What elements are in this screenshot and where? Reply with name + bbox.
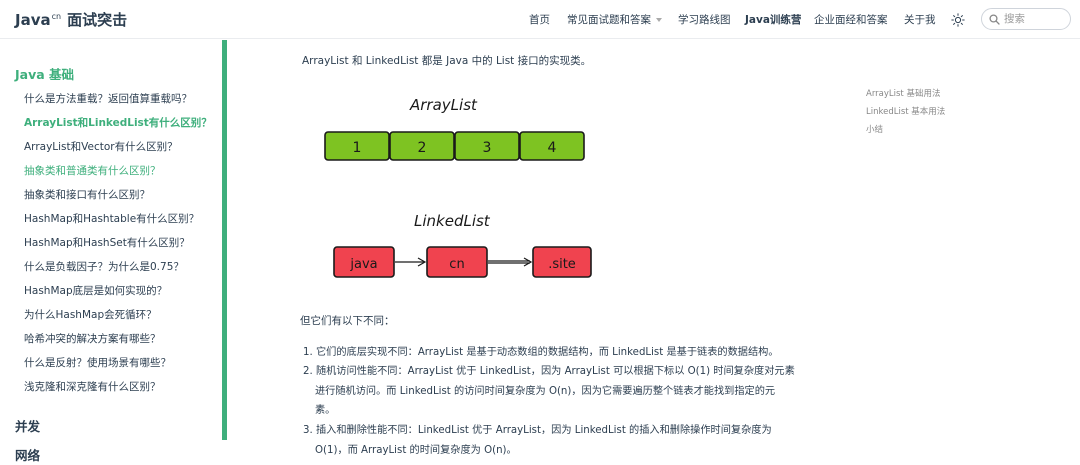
sidebar-item-method-overload[interactable]: 什么是方法重载？返回值算重载吗？: [24, 93, 192, 105]
linked-arrows: [395, 257, 533, 267]
sidebar-item-reflection[interactable]: 什么是反射？使用场景有哪些？: [24, 357, 171, 369]
linked-node: cn: [426, 246, 488, 278]
nav-about-label: 关于我: [904, 14, 936, 26]
arrow-head: [417, 257, 427, 267]
arrow-head: [523, 257, 533, 267]
array-cell: 1: [324, 131, 390, 161]
sidebar-group-concurrency[interactable]: 并发: [15, 419, 41, 434]
linked-node-label: cn: [449, 257, 464, 272]
sidebar: Java 基础 什么是方法重载？返回值算重载吗？ ArrayList和Linke…: [0, 40, 222, 465]
nav-learning-roadmap[interactable]: 学习路线图: [678, 12, 731, 27]
nav-learning-roadmap-label: 学习路线图: [678, 14, 731, 26]
linked-node-label: .site: [548, 257, 576, 272]
list-item-continuation: 素。: [315, 405, 336, 416]
nav-company-interviews[interactable]: 企业面经和答案: [814, 12, 888, 27]
array-cell-label: 3: [483, 140, 492, 156]
sidebar-item-arraylist-linkedlist[interactable]: ArrayList和LinkedList有什么区别？: [24, 117, 212, 129]
array-cell-label: 4: [548, 140, 557, 156]
search-icon: [989, 14, 1000, 25]
array-cell-label: 1: [353, 140, 362, 156]
brand-name: Java: [15, 11, 51, 29]
linkedlist-nodes: java cn .site: [333, 246, 592, 278]
nav-company-interviews-label: 企业面经和答案: [814, 14, 888, 26]
sidebar-group-network[interactable]: 网络: [15, 448, 41, 463]
nav-interview-questions-label: 常见面试题和答案: [567, 14, 651, 26]
list-item-continuation: 进行随机访问。而 LinkedList 的访问时间复杂度为 O(n)，因为它需要…: [315, 386, 776, 397]
list-item: 1. 它们的底层实现不同：ArrayList 是基于动态数组的数据结构，而 Li…: [303, 347, 779, 358]
linked-node: .site: [532, 246, 592, 278]
linked-node-label: java: [349, 257, 377, 272]
sidebar-item-hash-collision[interactable]: 哈希冲突的解决方案有哪些？: [24, 333, 161, 345]
toc-item-linkedlist-usage[interactable]: LinkedList 基本用法: [866, 107, 946, 117]
list-item: 3. 插入和删除性能不同：LinkedList 优于 ArrayList，因为 …: [303, 425, 772, 436]
sidebar-group-java-basics[interactable]: Java 基础: [15, 67, 75, 82]
nav-interview-questions[interactable]: 常见面试题和答案: [567, 12, 662, 27]
nav-home-label: 首页: [529, 14, 550, 26]
top-navbar: Javacn 面试突击 首页 常见面试题和答案 学习路线图 Java训练营 企业面…: [0, 0, 1080, 39]
linkedlist-title: LinkedList: [414, 212, 491, 230]
nav-home[interactable]: 首页: [529, 12, 550, 27]
nav-java-camp-label: Java训练营: [745, 14, 802, 26]
array-cell-label: 2: [418, 140, 427, 156]
sidebar-item-clone[interactable]: 浅克隆和深克隆有什么区别？: [24, 381, 161, 393]
sidebar-item-arraylist-vector[interactable]: ArrayList和Vector有什么区别？: [24, 141, 178, 153]
sidebar-item-hashmap-hashtable[interactable]: HashMap和Hashtable有什么区别？: [24, 213, 200, 225]
article-content: ArrayList 和 LinkedList 都是 Java 中的 List 接…: [300, 40, 840, 465]
chevron-down-icon: [656, 18, 662, 22]
sidebar-item-abstract-vs-interface[interactable]: 抽象类和接口有什么区别？: [24, 189, 150, 201]
search-input[interactable]: [1004, 11, 1066, 27]
arraylist-title: ArrayList: [409, 96, 478, 114]
sidebar-item-hashmap-deadloop[interactable]: 为什么HashMap会死循环？: [24, 309, 157, 321]
search-box[interactable]: [981, 8, 1071, 30]
brand-title: 面试突击: [67, 11, 128, 29]
linked-node: java: [333, 246, 395, 278]
sidebar-item-load-factor[interactable]: 什么是负载因子？为什么是0.75？: [24, 261, 184, 273]
arraylist-cells: 1 2 3 4: [324, 131, 585, 161]
nav-java-camp[interactable]: Java训练营: [745, 12, 801, 27]
sidebar-item-hashmap-impl[interactable]: HashMap底层是如何实现的？: [24, 285, 168, 297]
differences-heading: 但它们有以下不同：: [300, 315, 395, 327]
sidebar-item-abstract-vs-normal[interactable]: 抽象类和普通类有什么区别？: [24, 165, 161, 177]
brand-sup: cn: [51, 12, 62, 21]
toc-item-arraylist-usage[interactable]: ArrayList 基础用法: [866, 89, 941, 99]
toc-item-summary[interactable]: 小结: [866, 125, 884, 135]
site-logo[interactable]: Javacn 面试突击: [15, 9, 127, 30]
intro-paragraph: ArrayList 和 LinkedList 都是 Java 中的 List 接…: [302, 55, 592, 67]
nav-about[interactable]: 关于我: [904, 12, 936, 27]
sidebar-scrollbar[interactable]: [222, 40, 227, 440]
list-item: 2. 随机访问性能不同：ArrayList 优于 LinkedList，因为 A…: [303, 366, 795, 377]
list-structure-diagram: ArrayList 1 2 3 4 LinkedList: [324, 96, 592, 278]
sun-icon[interactable]: [951, 12, 965, 27]
array-cell: 2: [389, 131, 455, 161]
list-item-continuation: O(1)，而 ArrayList 的时间复杂度为 O(n)。: [315, 445, 517, 456]
array-cell: 3: [454, 131, 520, 161]
sidebar-item-hashmap-hashset[interactable]: HashMap和HashSet有什么区别？: [24, 237, 190, 249]
array-cell: 4: [519, 131, 585, 161]
